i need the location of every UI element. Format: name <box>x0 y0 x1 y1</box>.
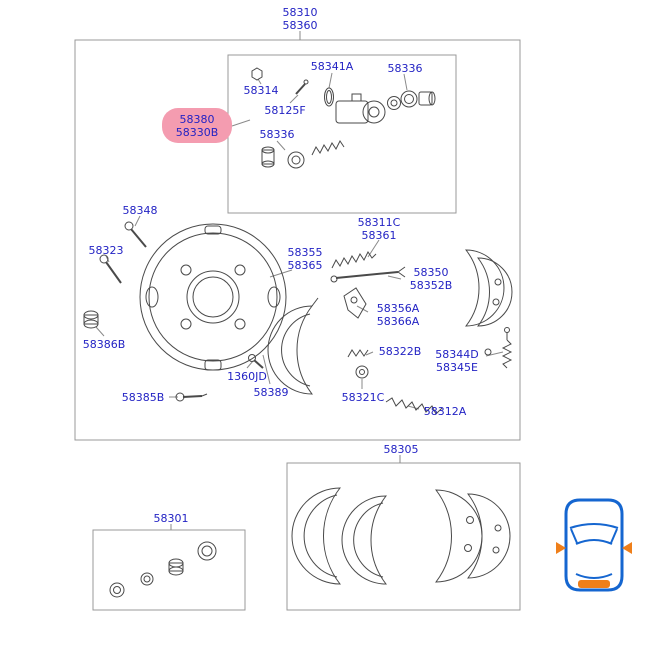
plug-58386B-drawing <box>83 310 99 329</box>
bleeder-screw-drawing <box>295 79 309 95</box>
part-label-58125F[interactable]: 58125F <box>264 104 306 117</box>
left-arrow-icon <box>556 542 566 554</box>
part-label-58341A[interactable]: 58341A <box>310 60 354 73</box>
cylinder-kit-box <box>92 529 246 611</box>
cylinder-spring-drawing <box>311 140 345 156</box>
part-label-58336-mid[interactable]: 58336 <box>259 128 295 141</box>
cylinder-body-drawing <box>335 93 386 124</box>
part-label-58356A-58366A[interactable]: 58356A 58366A <box>376 302 420 329</box>
lever-58356A-drawing <box>343 287 367 319</box>
part-label-58323[interactable]: 58323 <box>88 244 124 257</box>
bolt-58348-drawing <box>124 221 147 248</box>
brake-shoe-middle-drawing <box>267 297 319 395</box>
spring-58322B-drawing <box>347 349 369 358</box>
part-label-58389[interactable]: 58389 <box>253 386 289 399</box>
main-assembly-box <box>74 39 521 441</box>
part-label-58314[interactable]: 58314 <box>243 84 279 97</box>
shoe-kit-drawing <box>291 487 511 585</box>
o-ring-drawing <box>324 87 334 107</box>
part-label-58321C[interactable]: 58321C <box>341 391 385 404</box>
front-highlight-icon <box>578 580 610 588</box>
nut-drawing <box>251 67 263 81</box>
part-label-58386B[interactable]: 58386B <box>82 338 126 351</box>
part-label-58344D-58345E[interactable]: 58344D 58345E <box>435 348 479 375</box>
nut-58321C-drawing <box>355 365 369 379</box>
part-label-58355-58365[interactable]: 58355 58365 <box>287 246 323 273</box>
part-label-58311C-58361[interactable]: 58311C 58361 <box>357 216 401 243</box>
vehicle-orientation-icon <box>556 498 632 592</box>
part-label-58348[interactable]: 58348 <box>122 204 158 217</box>
piston-cap-drawing <box>387 90 436 110</box>
wheel-cylinder-drawing <box>251 67 436 169</box>
right-arrow-icon <box>622 542 632 554</box>
backing-plate-drawing <box>139 223 287 371</box>
part-label-58322B[interactable]: 58322B <box>378 345 422 358</box>
part-label-58380-58330B-highlighted[interactable]: 58380 58330B <box>162 108 232 144</box>
part-label-1360JD[interactable]: 1360JD <box>227 370 267 383</box>
cup-boot-drawing <box>261 146 305 169</box>
holddown-pin-drawing <box>484 327 513 369</box>
brake-shoes-main-drawing <box>464 249 513 327</box>
bolt-58323-drawing <box>99 254 122 284</box>
part-label-58310-58360[interactable]: 58310 58360 <box>282 6 318 33</box>
part-label-58305[interactable]: 58305 <box>383 443 419 456</box>
part-label-58336-top[interactable]: 58336 <box>387 62 423 75</box>
part-label-58350-58352B[interactable]: 58350 58352B <box>409 266 453 293</box>
part-label-58312A[interactable]: 58312A <box>423 405 467 418</box>
return-spring-drawing <box>385 397 443 415</box>
cylinder-kit-drawing <box>109 541 217 598</box>
screw-58385B-drawing <box>175 392 208 402</box>
part-label-58301[interactable]: 58301 <box>153 512 189 525</box>
part-label-58385B[interactable]: 58385B <box>121 391 165 404</box>
shoe-kit-box <box>286 462 521 611</box>
bolt-1360JD-drawing <box>248 354 264 369</box>
adjuster-drawing <box>330 251 406 283</box>
